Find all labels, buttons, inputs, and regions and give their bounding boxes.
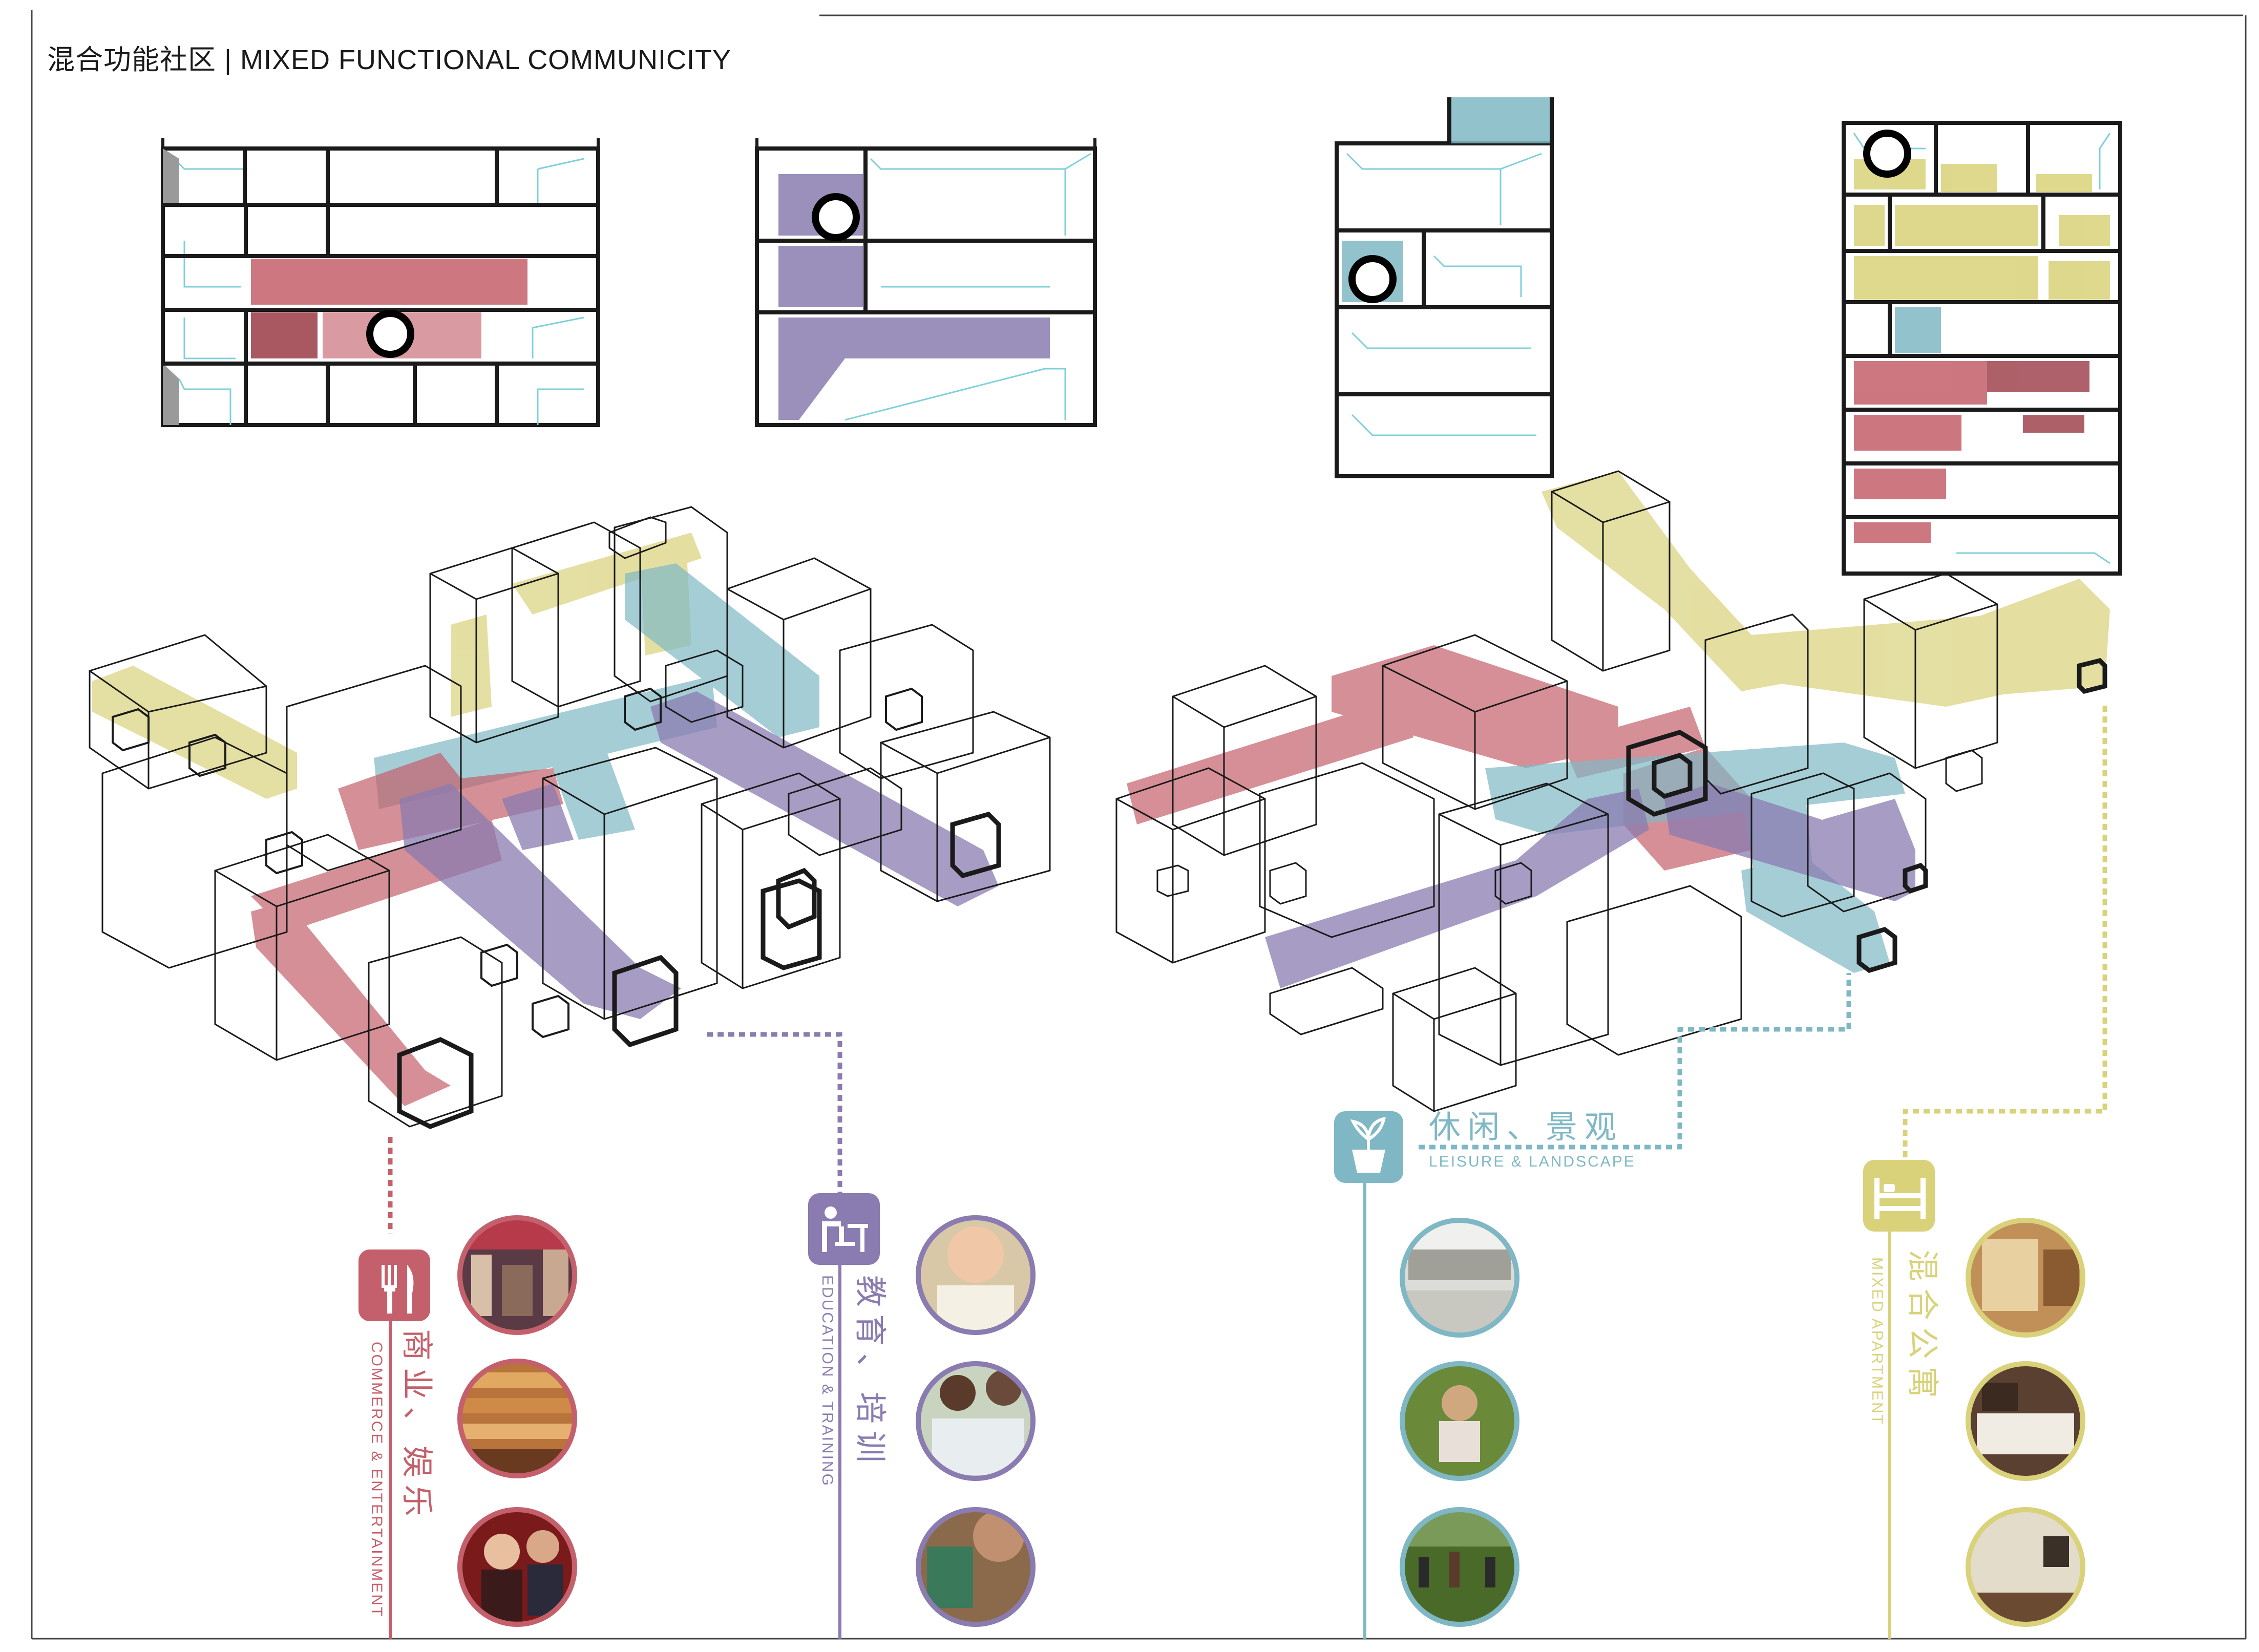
- bed-icon: [1863, 1160, 1935, 1232]
- highlight-circle-marker: [812, 193, 860, 241]
- education-label-en: EDUCATION & TRAINING: [819, 1275, 836, 1487]
- lawn-girl-photo: [1402, 1364, 1517, 1478]
- bakery-photo: [460, 1361, 575, 1476]
- section-diagram-1: [161, 138, 600, 427]
- highlight-circle-marker: [1863, 130, 1911, 178]
- section-diagram-2: [755, 138, 1097, 427]
- plant-pot-icon: [1334, 1111, 1403, 1183]
- leisure-label-en: LEISURE & LANDSCAPE: [1429, 1153, 1636, 1170]
- student-desk-icon: [808, 1193, 880, 1265]
- mall-photo: [460, 1218, 575, 1332]
- axonometric-model-right: [1115, 470, 2110, 1112]
- leisure-label-cn: 休闲、景观: [1429, 1110, 1624, 1145]
- hotel-room-photo: [1968, 1220, 2083, 1335]
- section-diagram-3: [1335, 97, 1554, 478]
- highlight-circle-marker: [366, 310, 414, 358]
- kids-drawing-photo: [918, 1364, 1033, 1478]
- bedroom-photo: [1968, 1364, 2083, 1478]
- fork-knife-icon: [358, 1249, 430, 1321]
- commerce-label-cn: 商业、娱乐: [399, 1329, 434, 1524]
- cinema-photo: [460, 1510, 575, 1624]
- park-crowd-photo: [1402, 1510, 1517, 1624]
- apartment-label-cn: 混合公寓: [1905, 1249, 1940, 1406]
- axonometric-model-left: [89, 506, 1051, 1129]
- education-label-cn: 教育、培训: [852, 1275, 888, 1470]
- apartment-label-en: MIXED APARTMENT: [1869, 1257, 1886, 1426]
- child-reading-photo: [918, 1218, 1033, 1332]
- section-diagram-4: [1842, 121, 2122, 576]
- plaza-photo: [1402, 1220, 1517, 1335]
- highlight-circle-marker: [1348, 255, 1397, 303]
- leader-lines: [388, 702, 2107, 1639]
- commerce-label-en: COMMERCE & ENTERTAINMENT: [368, 1342, 385, 1618]
- elder-craft-photo: [918, 1510, 1033, 1624]
- page-title: 混合功能社区 | MIXED FUNCTIONAL COMMUNICITY: [47, 45, 732, 75]
- interior-wall-photo: [1968, 1510, 2083, 1624]
